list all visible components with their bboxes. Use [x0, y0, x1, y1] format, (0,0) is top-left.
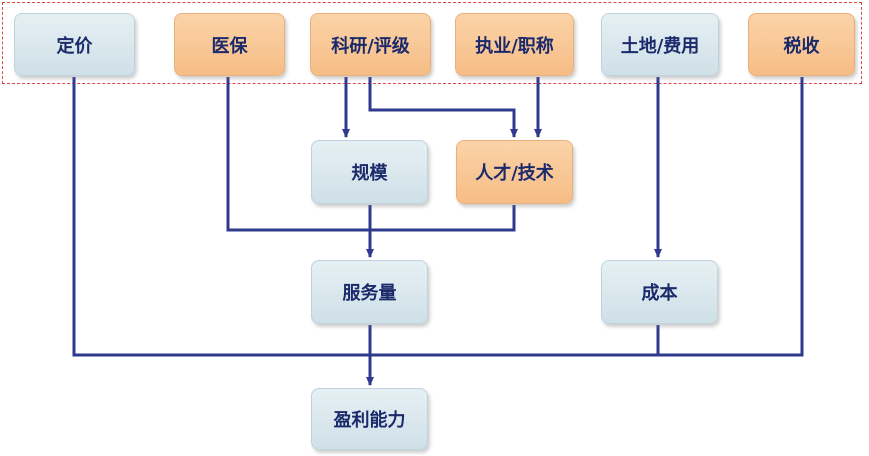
policy-factors-frame	[2, 2, 862, 84]
node-profitability-label: 盈利能力	[333, 410, 406, 431]
node-scale: 规模	[311, 140, 428, 204]
node-practice-title: 执业/职称	[455, 13, 574, 76]
node-service-volume: 服务量	[311, 260, 428, 324]
node-tax: 税收	[748, 13, 855, 76]
node-research-rating-label: 科研/评级	[331, 35, 410, 57]
node-talent-tech: 人才/技术	[456, 140, 573, 204]
node-profitability: 盈利能力	[311, 388, 428, 450]
node-pricing-label: 定价	[56, 35, 93, 57]
node-pricing: 定价	[14, 13, 135, 76]
node-medical-insurance: 医保	[174, 13, 285, 76]
node-practice-title-label: 执业/职称	[475, 35, 554, 57]
line-insurance-to-service	[226, 77, 370, 232]
node-medical-insurance-label: 医保	[211, 35, 248, 57]
arrow-research-to-talent	[368, 77, 518, 138]
node-research-rating: 科研/评级	[310, 13, 431, 76]
node-service-volume-label: 服务量	[342, 283, 397, 304]
node-scale-label: 规模	[351, 163, 388, 184]
node-cost: 成本	[601, 260, 718, 324]
node-talent-tech-label: 人才/技术	[475, 163, 554, 184]
node-tax-label: 税收	[783, 35, 820, 57]
line-talent-to-service	[370, 205, 516, 232]
line-tax-down	[370, 77, 804, 357]
line-pricing-down	[72, 77, 370, 357]
node-cost-label: 成本	[641, 283, 678, 304]
node-land-cost: 土地/费用	[601, 13, 719, 76]
node-land-cost-label: 土地/费用	[620, 35, 700, 57]
